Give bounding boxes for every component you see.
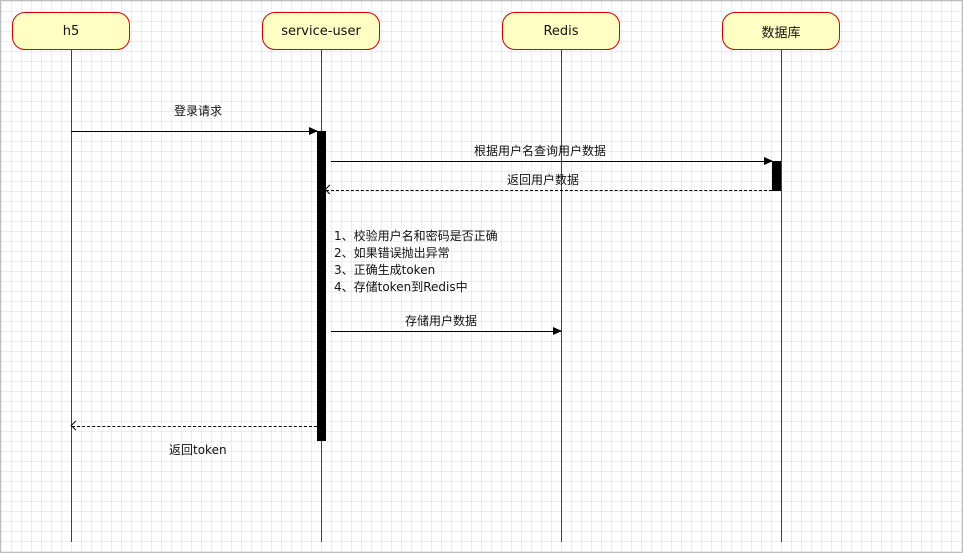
arrow-head-icon	[309, 127, 318, 135]
message-label-return-token: 返回token	[169, 443, 227, 457]
message-label-query: 根据用户名查询用户数据	[474, 144, 607, 158]
message-line	[72, 426, 317, 427]
message-line	[331, 331, 561, 332]
arrow-head-icon	[764, 157, 773, 165]
participant-label: 数据库	[761, 25, 801, 41]
note-block: 1、校验用户名和密码是否正确 2、如果错误抛出异常 3、正确生成token 4、…	[334, 228, 498, 296]
participant-redis[interactable]: Redis	[502, 12, 620, 50]
participant-service-user[interactable]: service-user	[262, 12, 380, 50]
note-line-3: 3、正确生成token	[334, 263, 436, 277]
arrow-head-icon	[324, 184, 335, 195]
message-label-login: 登录请求	[174, 104, 223, 118]
lifeline-h5	[71, 50, 72, 542]
note-line-4: 4、存储token到Redis中	[334, 280, 468, 294]
message-line	[331, 161, 772, 162]
participant-label: h5	[62, 23, 80, 39]
participant-label: service-user	[281, 23, 361, 39]
note-line-2: 2、如果错误抛出异常	[334, 246, 450, 260]
activation-database[interactable]	[772, 161, 781, 191]
participant-label: Redis	[543, 23, 579, 39]
message-line	[326, 190, 772, 191]
arrow-head-icon	[553, 327, 562, 335]
lifeline-database	[781, 50, 782, 542]
message-label-return-user: 返回用户数据	[507, 173, 580, 187]
participant-h5[interactable]: h5	[12, 12, 130, 50]
arrow-head-icon	[70, 420, 81, 431]
lifeline-redis	[561, 50, 562, 542]
participant-database[interactable]: 数据库	[722, 12, 840, 50]
note-line-1: 1、校验用户名和密码是否正确	[334, 229, 498, 243]
message-label-store: 存储用户数据	[405, 314, 478, 328]
message-line	[71, 131, 317, 132]
activation-service-user[interactable]	[317, 131, 326, 441]
